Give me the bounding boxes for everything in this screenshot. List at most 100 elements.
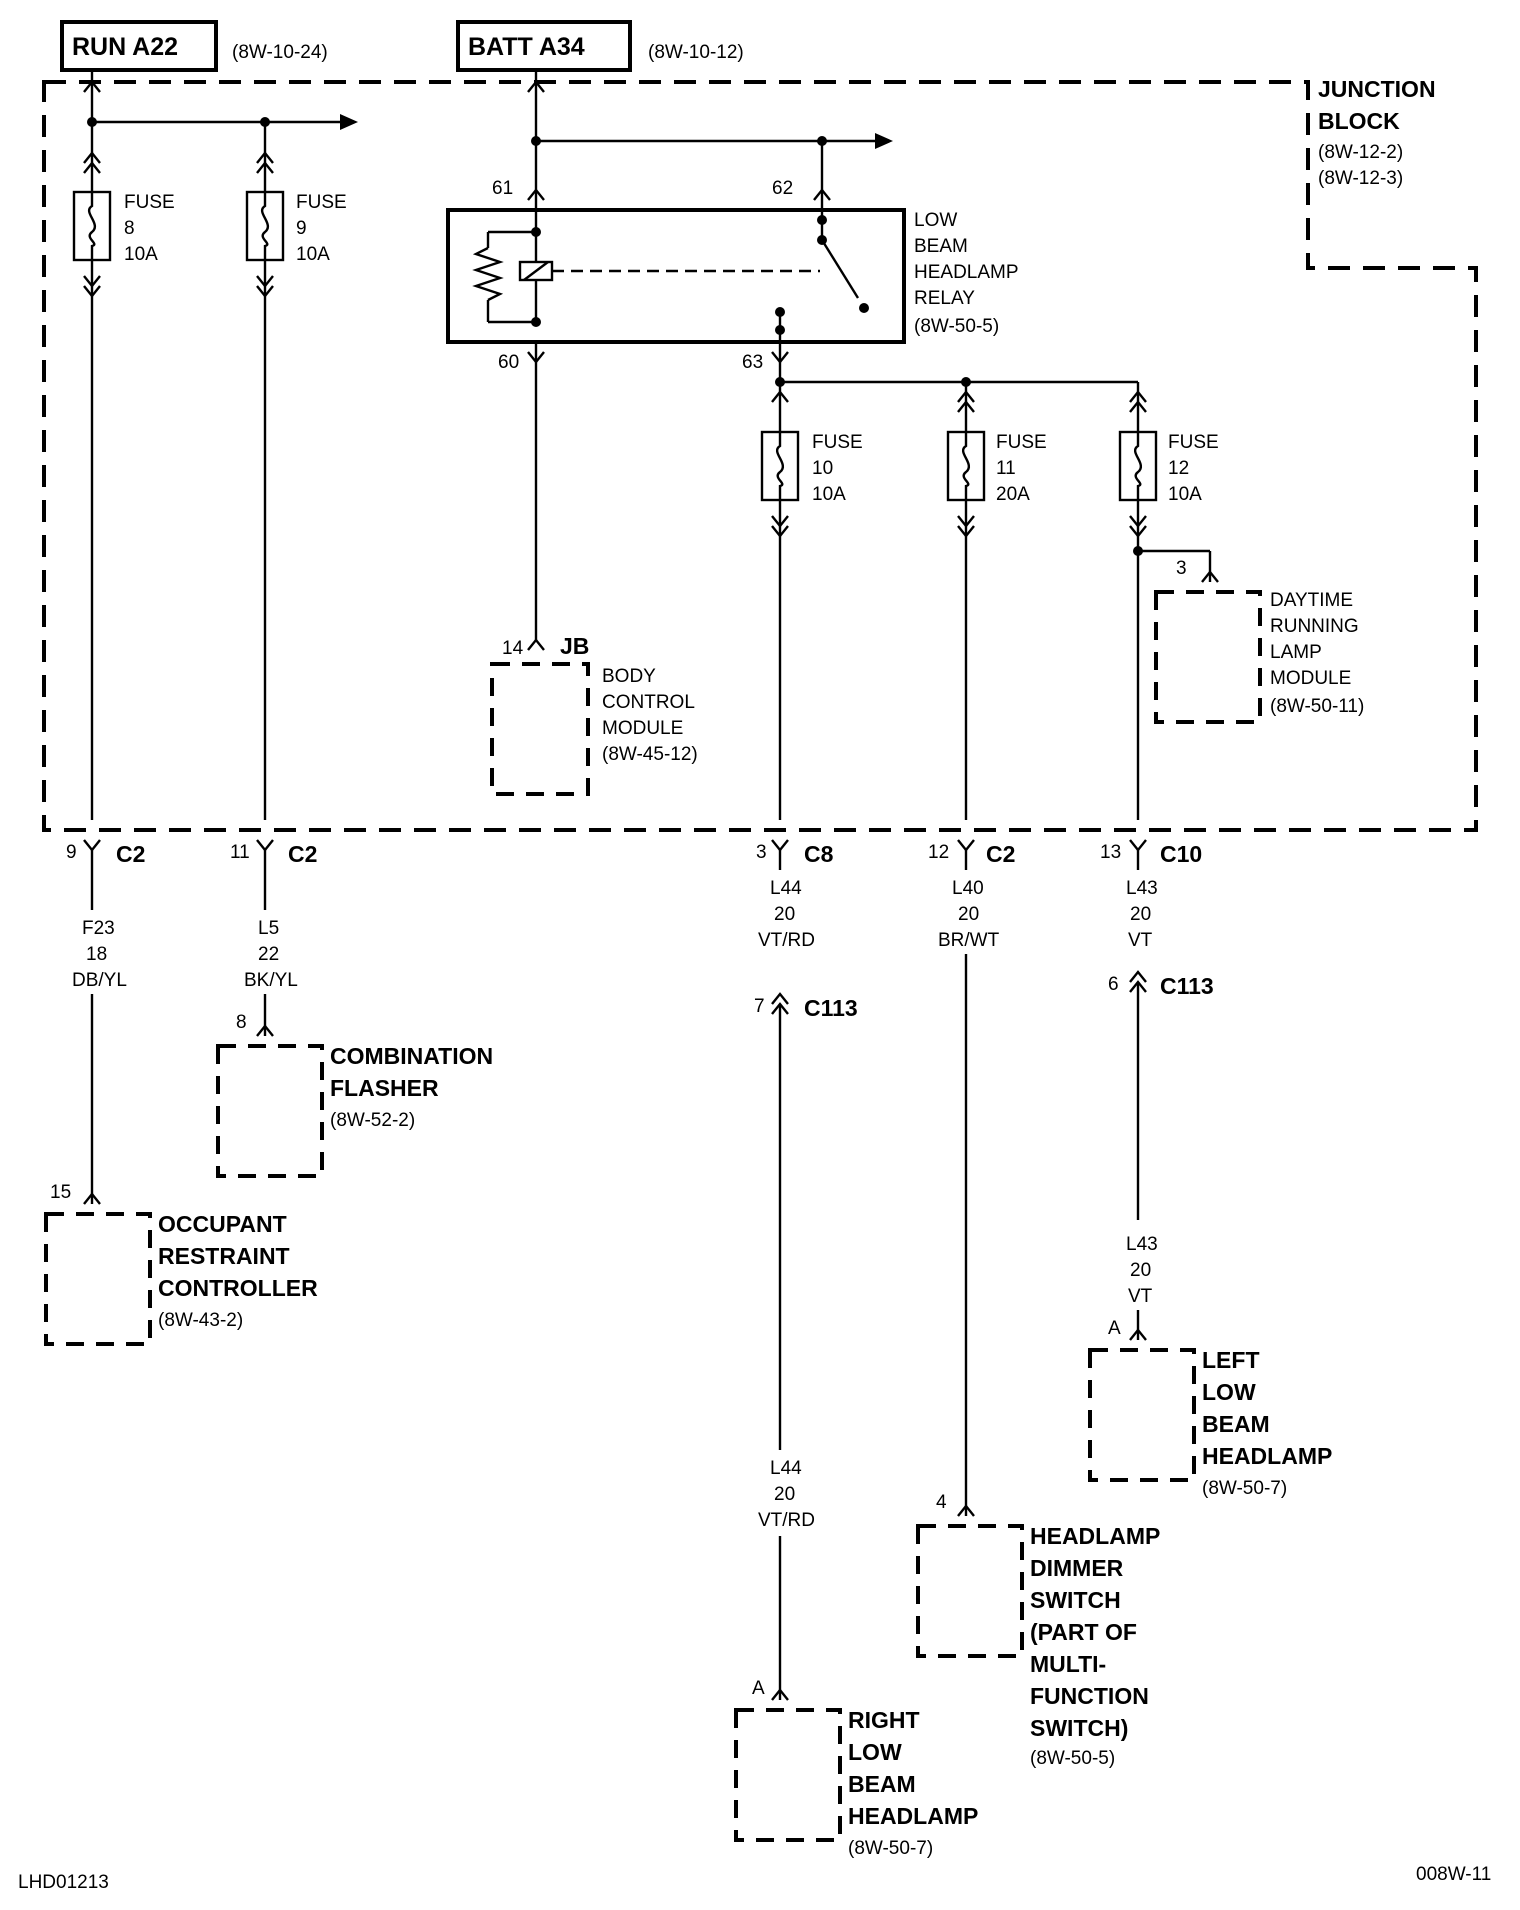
relay-pin-61: 61 (492, 178, 513, 199)
svg-text:(8W-50-7): (8W-50-7) (848, 1838, 933, 1859)
svg-text:DAYTIME: DAYTIME (1270, 590, 1353, 611)
fuse-12: FUSE 12 10A (1118, 390, 1219, 820)
svg-text:13: 13 (1100, 842, 1121, 863)
svg-text:BR/WT: BR/WT (938, 930, 1000, 951)
svg-text:C10: C10 (1160, 841, 1202, 867)
svg-text:L5: L5 (258, 918, 279, 939)
run-source-label: RUN A22 (72, 33, 178, 61)
svg-text:SWITCH): SWITCH) (1030, 1715, 1128, 1741)
orc-pin: 15 (50, 1182, 71, 1203)
svg-text:C113: C113 (1160, 973, 1214, 999)
svg-text:JUNCTION: JUNCTION (1318, 76, 1436, 102)
fuse-10: FUSE 10 10A (760, 390, 863, 820)
svg-text:FUSE: FUSE (1168, 432, 1219, 453)
svg-text:7: 7 (754, 996, 765, 1017)
fuse-9: FUSE 9 10A (245, 151, 347, 820)
svg-text:10A: 10A (124, 244, 158, 265)
svg-text:FUSE: FUSE (996, 432, 1047, 453)
svg-text:CONTROLLER: CONTROLLER (158, 1275, 318, 1301)
connector-c113-6: 6 C113 (1108, 973, 1214, 999)
svg-text:MODULE: MODULE (1270, 668, 1351, 689)
svg-text:(8W-50-5): (8W-50-5) (1030, 1748, 1115, 1769)
relay-pin-62: 62 (772, 178, 793, 199)
batt-feed-wiring (527, 70, 893, 201)
svg-text:20A: 20A (996, 484, 1030, 505)
combination-flasher: 8 COMBINATION FLASHER (8W-52-2) (216, 1012, 493, 1178)
connector-c2-11: 11 C2 (230, 839, 317, 867)
dimmer-pin: 4 (936, 1492, 947, 1513)
svg-text:RUNNING: RUNNING (1270, 616, 1359, 637)
jb-pin: 14 (502, 638, 524, 659)
svg-text:BEAM: BEAM (848, 1771, 916, 1797)
svg-text:9: 9 (66, 842, 77, 863)
svg-text:20: 20 (1130, 904, 1151, 925)
svg-text:VT: VT (1128, 1286, 1153, 1307)
flasher-pin: 8 (236, 1012, 247, 1033)
svg-text:6: 6 (1108, 974, 1119, 995)
run-source: RUN A22 (8W-10-24) (60, 20, 328, 72)
connector-c10-13: 13 C10 (1100, 839, 1202, 867)
svg-text:20: 20 (774, 1484, 795, 1505)
svg-text:(8W-52-2): (8W-52-2) (330, 1110, 415, 1131)
junction-block-border (42, 80, 1478, 832)
svg-text:DB/YL: DB/YL (72, 970, 127, 991)
footer-right-code: 008W-11 (1416, 1864, 1491, 1885)
svg-text:8: 8 (124, 218, 135, 239)
daytime-running-lamp-module: 3 DAYTIME RUNNING LAMP MODULE (8W-50-11) (1154, 558, 1364, 724)
svg-text:SWITCH: SWITCH (1030, 1587, 1121, 1613)
svg-text:LOW: LOW (848, 1739, 902, 1765)
svg-text:RIGHT: RIGHT (848, 1707, 920, 1733)
svg-text:(8W-12-2): (8W-12-2) (1318, 142, 1403, 163)
svg-text:LOW: LOW (1202, 1379, 1256, 1405)
svg-text:20: 20 (958, 904, 979, 925)
low-beam-headlamp-relay: 61 62 60 63 LOW BEAM HEADLAMP RELAY (8W-… (446, 178, 1019, 373)
svg-text:HEADLAMP: HEADLAMP (848, 1803, 978, 1829)
svg-text:9: 9 (296, 218, 307, 239)
svg-text:L40: L40 (952, 878, 984, 899)
body-control-module: 14 JB BODY CONTROL MODULE (8W-45-12) (490, 633, 698, 796)
svg-text:MULTI-: MULTI- (1030, 1651, 1106, 1677)
svg-text:10A: 10A (296, 244, 330, 265)
svg-text:11: 11 (996, 458, 1016, 479)
svg-text:20: 20 (774, 904, 795, 925)
svg-text:(8W-43-2): (8W-43-2) (158, 1310, 243, 1331)
wire-l44: L44 20 VT/RD L44 20 VT/RD (758, 850, 815, 1701)
connector-c2-9: 9 C2 (66, 839, 145, 867)
connector-c113-7: 7 C113 (754, 995, 858, 1021)
svg-text:LAMP: LAMP (1270, 642, 1322, 663)
svg-text:HEADLAMP: HEADLAMP (1202, 1443, 1332, 1469)
batt-source: BATT A34 (8W-10-12) (456, 20, 744, 72)
svg-text:C2: C2 (288, 841, 317, 867)
svg-text:FUSE: FUSE (296, 192, 347, 213)
svg-text:L43: L43 (1126, 1234, 1158, 1255)
svg-text:VT: VT (1128, 930, 1153, 951)
batt-source-ref: (8W-10-12) (648, 42, 744, 63)
run-source-ref: (8W-10-24) (232, 42, 328, 63)
jb-connector: JB (560, 633, 589, 659)
drl-pin: 3 (1176, 558, 1187, 579)
fuse-11: FUSE 11 20A (946, 390, 1047, 820)
svg-text:DIMMER: DIMMER (1030, 1555, 1124, 1581)
relay-pin-63: 63 (742, 352, 763, 373)
svg-text:BK/YL: BK/YL (244, 970, 298, 991)
right-lamp-pin: A (752, 1678, 765, 1699)
svg-text:C2: C2 (116, 841, 145, 867)
svg-text:LEFT: LEFT (1202, 1347, 1260, 1373)
headlamp-dimmer-switch: 4 HEADLAMP DIMMER SWITCH (PART OF MULTI-… (916, 1492, 1160, 1769)
svg-text:C113: C113 (804, 995, 858, 1021)
svg-text:10: 10 (812, 458, 833, 479)
svg-text:3: 3 (756, 842, 767, 863)
svg-text:BEAM: BEAM (914, 236, 968, 257)
svg-text:BODY: BODY (602, 666, 656, 687)
svg-text:L44: L44 (770, 878, 802, 899)
svg-text:L43: L43 (1126, 878, 1158, 899)
svg-text:MODULE: MODULE (602, 718, 683, 739)
svg-text:VT/RD: VT/RD (758, 930, 815, 951)
svg-text:LOW: LOW (914, 210, 957, 231)
svg-text:20: 20 (1130, 1260, 1151, 1281)
svg-text:HEADLAMP: HEADLAMP (914, 262, 1019, 283)
svg-text:RESTRAINT: RESTRAINT (158, 1243, 290, 1269)
svg-text:C8: C8 (804, 841, 834, 867)
svg-text:L44: L44 (770, 1458, 802, 1479)
svg-text:12: 12 (1168, 458, 1189, 479)
